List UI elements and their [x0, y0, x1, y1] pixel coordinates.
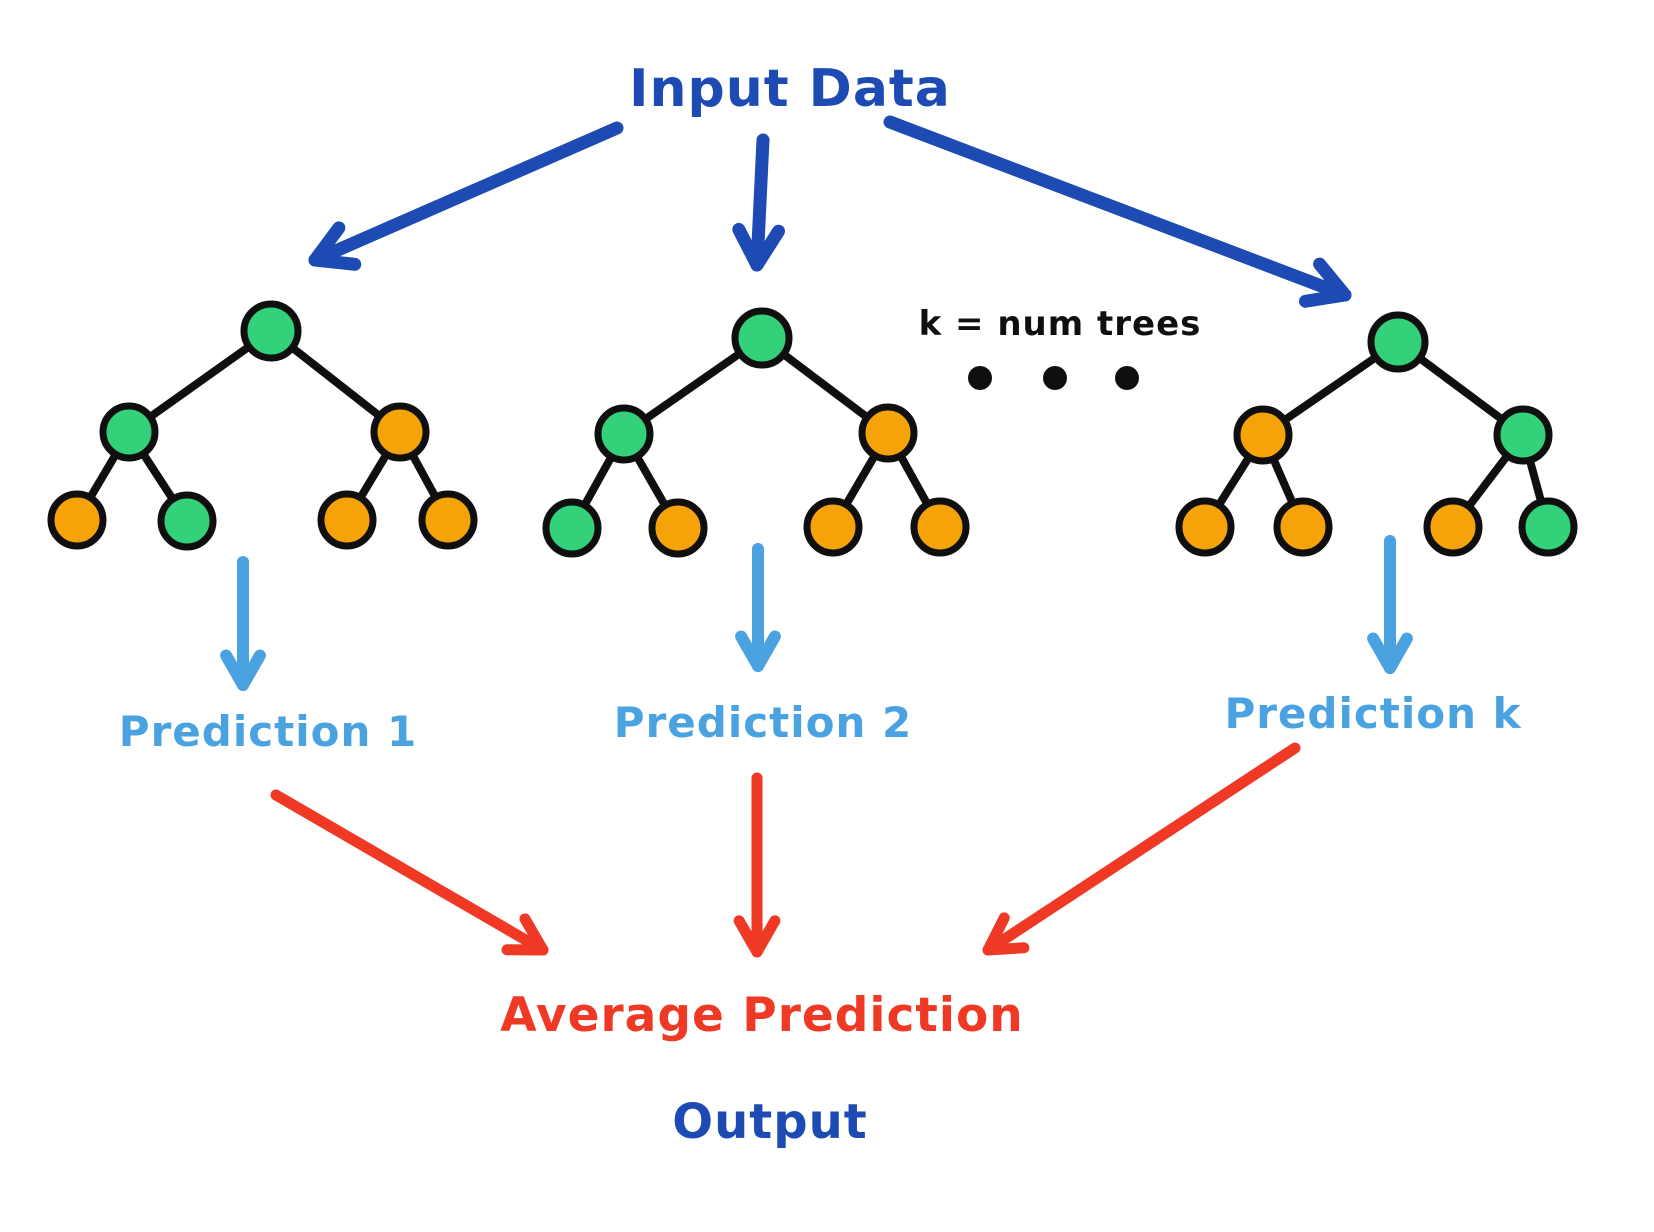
ellipsis-dot-3 — [1115, 366, 1139, 390]
tree-2-root-node — [731, 307, 793, 369]
tree-1-leaf-3-node — [317, 490, 377, 550]
tree-3-leaf-3-node — [1423, 497, 1483, 557]
arrow-prediction-k-to-average-shaft — [982, 742, 1301, 956]
tree-2-leaf-2-node — [648, 498, 708, 558]
arrow-prediction-1-to-average-shaft — [270, 789, 549, 956]
tree-3-left-child-node — [1233, 405, 1293, 465]
tree-3-root-node — [1367, 311, 1429, 373]
tree-1 — [47, 300, 478, 551]
tree-1-leaf-4-node — [418, 490, 478, 550]
arrow-prediction-1-to-average-head-icon — [501, 913, 549, 956]
arrow-tree-3-to-prediction-k-head-icon — [1367, 632, 1413, 674]
arrow-tree-1-to-prediction-1-head-icon — [220, 649, 266, 691]
average-prediction-label: Average Prediction — [500, 988, 1023, 1043]
arrow-input-to-tree-2-shaft — [750, 133, 770, 272]
ellipsis-dot-2 — [1043, 366, 1067, 390]
arrow-input-to-tree-3-shaft — [883, 115, 1352, 302]
arrow-prediction-1-to-average — [270, 789, 549, 956]
tree-1-root-node — [240, 300, 302, 362]
tree-2-leaf-3-node — [803, 497, 863, 557]
arrows-layer — [220, 115, 1413, 958]
arrow-prediction-k-to-average — [982, 742, 1301, 956]
arrow-input-to-tree-3 — [883, 115, 1352, 308]
arrow-input-to-tree-2 — [732, 133, 786, 272]
tree-1-right-child-node — [370, 402, 430, 462]
tree-2-leaf-1-node — [542, 498, 602, 558]
arrow-input-to-tree-2-head-icon — [732, 222, 786, 272]
ellipsis-dot-1 — [968, 366, 992, 390]
tree-1-left-child-node — [99, 402, 159, 462]
arrow-tree-1-to-prediction-1 — [220, 556, 266, 691]
output-label: Output — [672, 1094, 867, 1150]
arrow-tree-2-to-prediction-2-head-icon — [735, 630, 781, 672]
arrow-prediction-2-to-average — [733, 772, 781, 958]
tree-2 — [542, 307, 970, 558]
arrow-input-to-tree-1-shaft — [308, 121, 624, 267]
tree-2-right-child-node — [858, 403, 918, 463]
prediction-2-label: Prediction 2 — [614, 698, 912, 747]
k-num-trees-label: k = num trees — [919, 304, 1202, 344]
tree-2-left-child-node — [594, 404, 654, 464]
arrow-input-to-tree-3-head-icon — [1298, 257, 1352, 308]
tree-3-leaf-2-node — [1273, 497, 1333, 557]
prediction-1-label: Prediction 1 — [119, 707, 417, 756]
arrow-tree-2-to-prediction-2 — [735, 543, 781, 672]
tree-2-leaf-4-node — [910, 497, 970, 557]
arrow-prediction-k-to-average-head-icon — [982, 912, 1030, 956]
input-data-label: Input Data — [629, 59, 951, 119]
ellipsis-dots — [968, 366, 1139, 390]
arrow-input-to-tree-1-head-icon — [308, 221, 362, 271]
tree-3 — [1175, 311, 1578, 557]
prediction-k-label: Prediction k — [1224, 689, 1521, 738]
arrow-prediction-2-to-average-head-icon — [733, 915, 781, 958]
tree-3-right-child-node — [1493, 405, 1553, 465]
arrow-tree-3-to-prediction-k — [1367, 535, 1413, 674]
trees-layer — [47, 300, 1578, 558]
tree-1-leaf-2-node — [157, 491, 217, 551]
tree-3-leaf-1-node — [1175, 497, 1235, 557]
tree-3-leaf-4-node — [1518, 497, 1578, 557]
tree-1-leaf-1-node — [47, 490, 107, 550]
arrow-input-to-tree-1 — [308, 121, 624, 271]
